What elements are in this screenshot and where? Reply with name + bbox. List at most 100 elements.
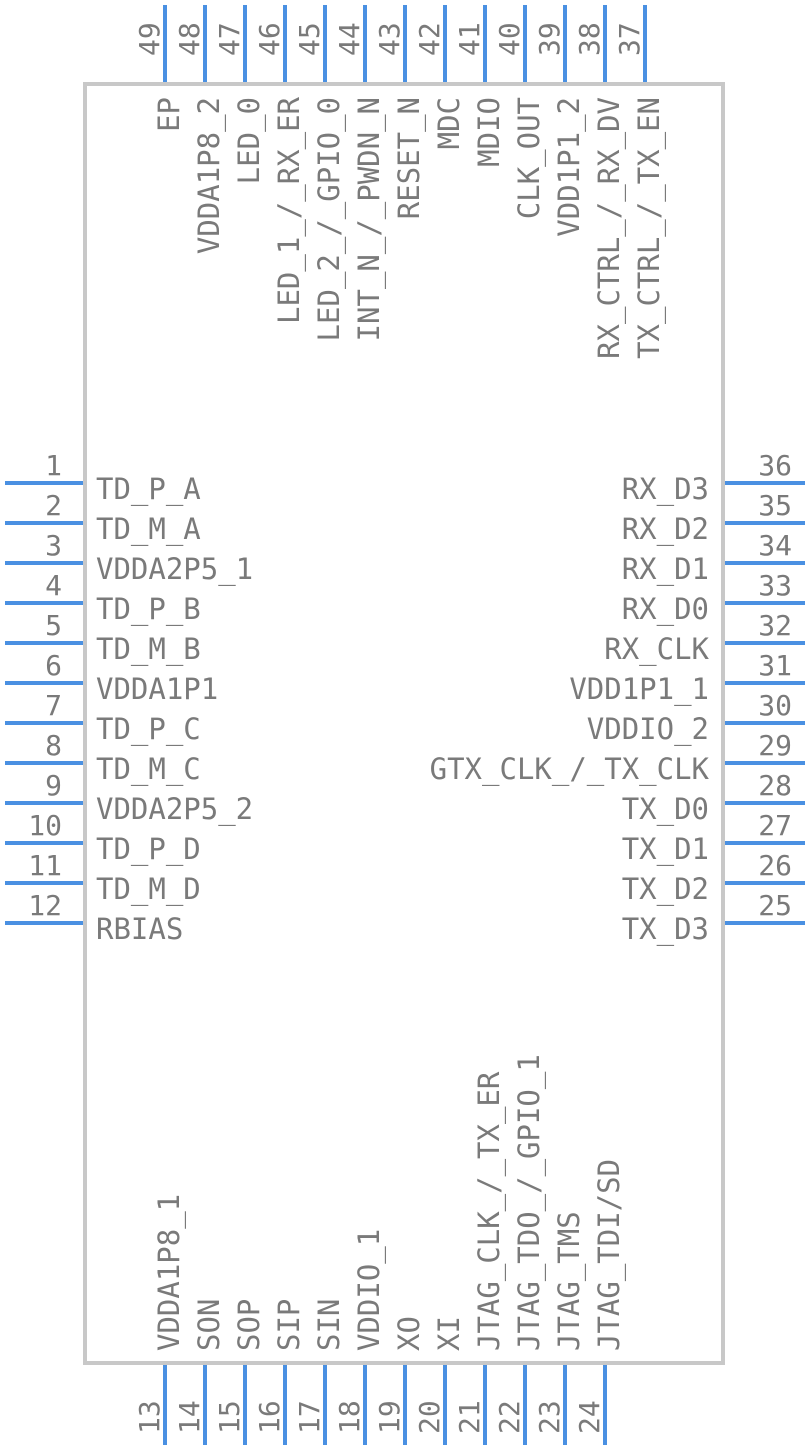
pin-name: LED_1_/_RX_ER xyxy=(272,96,307,324)
pin-number: 22 xyxy=(493,1400,526,1434)
pin-name: TD_M_D xyxy=(96,872,201,907)
pin-name: SIN xyxy=(312,1299,346,1351)
pin-name: RX_D2 xyxy=(622,512,709,547)
pin-name: TD_P_D xyxy=(96,832,201,867)
pin-name: JTAG_CLK_/_TX_ER xyxy=(472,1071,507,1351)
pin-number: 11 xyxy=(28,849,62,882)
pin-number: 19 xyxy=(373,1400,406,1434)
pin-name: VDDA1P1 xyxy=(96,672,218,706)
pin-number: 30 xyxy=(758,689,792,722)
pin-number: 27 xyxy=(758,809,792,842)
pin-number: 44 xyxy=(333,22,366,56)
pin-name: JTAG_TDO_/_GPIO_1 xyxy=(512,1054,547,1351)
pin-name: SIP xyxy=(272,1299,306,1351)
pin-number: 18 xyxy=(333,1400,366,1434)
pin-name: VDD1P1_2 xyxy=(552,97,587,237)
pin-number: 42 xyxy=(413,22,446,56)
pin-name: LED_0 xyxy=(232,97,267,184)
pin-number: 28 xyxy=(758,769,792,802)
pin-number: 4 xyxy=(45,569,62,602)
pin-name: RX_D3 xyxy=(622,472,709,507)
pin-name: JTAG_TDI/SD xyxy=(592,1159,627,1351)
pin-number: 49 xyxy=(133,22,166,56)
pin-name: TX_CTRL_/_TX_EN xyxy=(632,97,667,359)
pin-number: 29 xyxy=(758,729,792,762)
pin-name: SOP xyxy=(232,1299,266,1351)
pin-number: 8 xyxy=(45,729,62,762)
pin-name: TD_M_C xyxy=(96,752,201,787)
pin-name: TX_D1 xyxy=(622,832,709,867)
pin-number: 25 xyxy=(758,889,792,922)
pin-name: XI xyxy=(432,1316,466,1351)
pin-number: 1 xyxy=(45,449,62,482)
pin-name: GTX_CLK_/_TX_CLK xyxy=(430,752,710,787)
pin-number: 9 xyxy=(45,769,62,802)
pin-name: TD_P_C xyxy=(96,712,201,747)
pin-number: 33 xyxy=(758,569,792,602)
pin-name: RESET_N xyxy=(392,97,427,219)
pin-name: XO xyxy=(392,1316,426,1351)
pin-name: VDD1P1_1 xyxy=(569,672,709,707)
pin-name: SON xyxy=(192,1299,226,1351)
pin-name: TX_D2 xyxy=(622,872,709,907)
pin-name: VDDA2P5_2 xyxy=(96,792,253,827)
pin-number: 32 xyxy=(758,609,792,642)
pin-number: 14 xyxy=(173,1400,206,1434)
pin-number: 36 xyxy=(758,449,792,482)
pin-name: MDIO xyxy=(472,97,506,167)
pin-number: 17 xyxy=(293,1400,326,1434)
pin-number: 7 xyxy=(45,689,62,722)
pin-number: 13 xyxy=(133,1400,166,1434)
pin-number: 45 xyxy=(293,22,326,56)
pin-number: 26 xyxy=(758,849,792,882)
pin-name: TD_P_B xyxy=(96,592,201,627)
pin-name: RX_CLK xyxy=(604,632,709,667)
pin-number: 34 xyxy=(758,529,792,562)
pin-number: 21 xyxy=(453,1400,486,1434)
pin-number: 38 xyxy=(573,22,606,56)
pin-number: 23 xyxy=(533,1400,566,1434)
pin-name: VDDA1P8_1 xyxy=(152,1194,187,1351)
pin-name: MDC xyxy=(432,97,466,149)
pin-name: TD_M_B xyxy=(96,632,201,667)
pins-bottom-group: 13 VDDA1P8_1 14 SON 15 SOP 16 SIP 17 SIN 18 VDDIO_1… xyxy=(133,1054,627,1445)
pin-number: 40 xyxy=(493,22,526,56)
pin-number: 12 xyxy=(28,889,62,922)
pin-name: VDDIO_1 xyxy=(352,1229,387,1351)
pin-name: TX_D0 xyxy=(622,792,709,827)
pin-number: 48 xyxy=(173,22,206,56)
pin-name: EP xyxy=(152,97,186,132)
pin-name: JTAG_TMS xyxy=(552,1211,587,1351)
pin-name: RBIAS xyxy=(96,912,183,946)
pin-name: LED_2_/_GPIO_0 xyxy=(312,97,347,341)
pins-top-group: 49EP48VDDA1P8_247LED_046LED_1_/_RX_ER45L… xyxy=(133,5,667,359)
pin-name: TD_M_A xyxy=(96,512,201,547)
pin-name: INT_N_/_PWDN_N xyxy=(352,97,387,341)
pin-name: VDDIO_2 xyxy=(587,712,709,747)
pin-number: 41 xyxy=(453,22,486,56)
pin-number: 10 xyxy=(28,809,62,842)
pin-number: 24 xyxy=(573,1400,606,1434)
pin-number: 5 xyxy=(45,609,62,642)
pin-number: 15 xyxy=(213,1400,246,1434)
pin-number: 2 xyxy=(45,489,62,522)
pin-number: 47 xyxy=(213,22,246,56)
pin-name: RX_CTRL_/_RX_DV xyxy=(592,97,627,359)
pin-number: 31 xyxy=(758,649,792,682)
pin-number: 16 xyxy=(253,1400,286,1434)
pin-number: 35 xyxy=(758,489,792,522)
pin-name: VDDA1P8_2 xyxy=(192,97,227,254)
pin-number: 43 xyxy=(373,22,406,56)
pin-name: RX_D1 xyxy=(622,552,709,587)
pin-number: 3 xyxy=(45,529,62,562)
pin-name: VDDA2P5_1 xyxy=(96,552,253,587)
pin-number: 20 xyxy=(413,1400,446,1434)
pin-number: 37 xyxy=(613,22,646,56)
pin-name: RX_D0 xyxy=(622,592,709,627)
pin-name: TX_D3 xyxy=(622,912,709,947)
pin-name: TD_P_A xyxy=(96,472,201,507)
pin-number: 6 xyxy=(45,649,62,682)
ic-body-outline xyxy=(83,82,725,1365)
